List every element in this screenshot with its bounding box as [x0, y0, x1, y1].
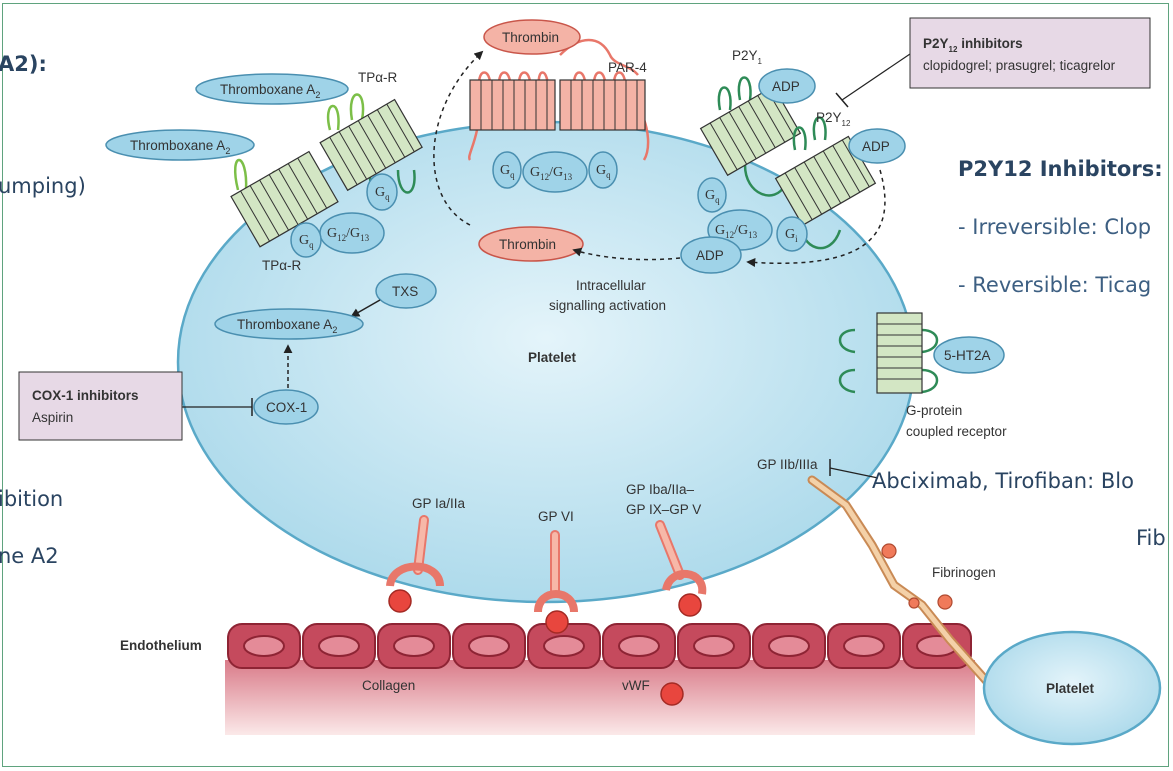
thromboxane-left — [105, 129, 255, 161]
intracellular-label-1: Intracellular — [576, 278, 646, 293]
gq-protein-left-bottom — [290, 222, 322, 258]
thromboxane-inner — [214, 308, 364, 340]
txs — [375, 273, 437, 309]
tp-r-bottom-label: TPα-R — [262, 258, 302, 273]
adp-p2y12 — [848, 128, 906, 164]
gp1b-label-2: GP IX–GP V — [626, 502, 701, 517]
svg-text:5-HT2A: 5-HT2A — [944, 348, 991, 363]
svg-text:Gi: Gi — [785, 227, 798, 244]
collagen-label: Collagen — [362, 678, 415, 693]
thromboxane-top — [195, 73, 349, 105]
slide-right-abciximab: Abciximab, Tirofiban: Blo — [872, 469, 1134, 493]
gp2b3a-inhibitor-line — [829, 467, 879, 479]
fibrinogen-label: Fibrinogen — [932, 565, 996, 580]
slide-left-heading: A2): — [0, 52, 47, 76]
thrombin-top-label: Thrombin — [502, 30, 559, 45]
slide-left-a2: ne A2 — [0, 544, 59, 568]
slide-right-heading: P2Y12 Inhibitors: — [958, 157, 1163, 181]
gq-protein-left-top — [366, 173, 398, 211]
thrombin-feedback-arrow — [433, 50, 484, 226]
cox1-inhibitors-box — [18, 371, 183, 441]
vessel-wall — [225, 660, 975, 735]
cox1-box-drug: Aspirin — [32, 410, 73, 425]
gp1b-receptor — [655, 520, 707, 617]
fibrinogen-bridge — [807, 475, 995, 690]
thromboxane-top-label: Thromboxane A2 — [220, 82, 320, 100]
svg-text:Gq: Gq — [375, 185, 390, 202]
second-platelet — [982, 630, 1162, 746]
p2y12-box-title: P2Y12 inhibitors — [923, 36, 1023, 54]
gpvi-label: GP VI — [538, 509, 574, 524]
thromboxane-left-label: Thromboxane A2 — [130, 138, 230, 156]
p2y12-box-drugs: clopidogrel; prasugrel; ticagrelor — [923, 58, 1116, 73]
tp-receptor-top — [319, 93, 423, 199]
endothelium-cells — [227, 623, 972, 669]
slide-right-irreversible: - Irreversible: Clop — [958, 215, 1151, 239]
slide-right-fib: Fib — [1136, 526, 1166, 550]
par4-label: PAR-4 — [608, 60, 647, 75]
endothelium-label: Endothelium — [120, 638, 202, 653]
p2y12-label: P2Y12 — [816, 110, 851, 128]
svg-text:Gq: Gq — [705, 188, 720, 205]
gq-protein-center-right — [588, 151, 618, 189]
svg-text:G12/G13: G12/G13 — [715, 223, 758, 240]
svg-text:Gq: Gq — [299, 233, 314, 250]
p2y1-receptor — [699, 76, 802, 197]
p2y12-inhibitors-box — [909, 17, 1151, 89]
svg-text:G12/G13: G12/G13 — [327, 226, 370, 243]
svg-text:Gq: Gq — [500, 163, 515, 180]
adp-internal — [680, 236, 742, 274]
gq-protein-center-left — [492, 151, 522, 189]
5ht2a — [933, 336, 1005, 374]
adp-p2y1 — [758, 68, 816, 104]
gp1b-label-1: GP Iba/IIa– — [626, 482, 695, 497]
5ht2a-receptor — [838, 312, 939, 394]
intracellular-label-2: signalling activation — [549, 298, 666, 313]
svg-text:ADP: ADP — [696, 248, 724, 263]
gq-protein-right — [697, 177, 727, 213]
slide-right-reversible: - Reversible: Ticag — [958, 273, 1151, 297]
svg-text:Gq: Gq — [596, 163, 611, 180]
svg-text:TXS: TXS — [392, 284, 418, 299]
svg-text:ADP: ADP — [862, 139, 890, 154]
gpvi-receptor — [534, 530, 578, 634]
adp-to-thrombin-arrow — [572, 247, 681, 261]
vwf-label: vWF — [622, 678, 650, 693]
svg-text:COX-1: COX-1 — [266, 400, 307, 415]
txs-arrow — [350, 299, 381, 317]
gp1a2a-label: GP Ia/IIa — [412, 496, 466, 511]
gpcr-label-2: coupled receptor — [906, 424, 1007, 439]
gp2b3a-label: GP IIb/IIIa — [757, 457, 818, 472]
gp1a2a-receptor — [386, 515, 444, 613]
platelet-main-label: Platelet — [528, 350, 577, 365]
thrombin-mid — [478, 226, 584, 262]
slide-frame — [2, 3, 1169, 767]
p2y12-inhibitor-line — [841, 53, 911, 101]
slide-left-line: umping) — [0, 174, 86, 198]
platelet-small-label: Platelet — [1046, 681, 1095, 696]
svg-text:ADP: ADP — [772, 79, 800, 94]
thrombin-top — [483, 19, 581, 55]
gi-protein-right — [776, 216, 808, 252]
gpcr-label-1: G-protein — [906, 403, 962, 418]
adp-signal-arrow — [746, 169, 886, 267]
p2y12-receptor — [774, 116, 877, 250]
tp-r-top-label: TPα-R — [358, 70, 398, 85]
g12-13-protein-center — [522, 151, 588, 193]
vwf-molecule — [660, 682, 684, 706]
tp-receptor-left — [230, 150, 339, 248]
p2y1-label: P2Y1 — [732, 48, 763, 66]
svg-text:G12/G13: G12/G13 — [530, 165, 573, 182]
par4-receptors — [468, 38, 650, 161]
svg-text:Thromboxane A2: Thromboxane A2 — [237, 317, 337, 335]
cox1-box-title: COX-1 inhibitors — [32, 388, 139, 403]
cox1 — [253, 389, 319, 425]
thrombin-mid-label: Thrombin — [499, 237, 556, 252]
slide-left-inhibition: ibition — [0, 487, 63, 511]
